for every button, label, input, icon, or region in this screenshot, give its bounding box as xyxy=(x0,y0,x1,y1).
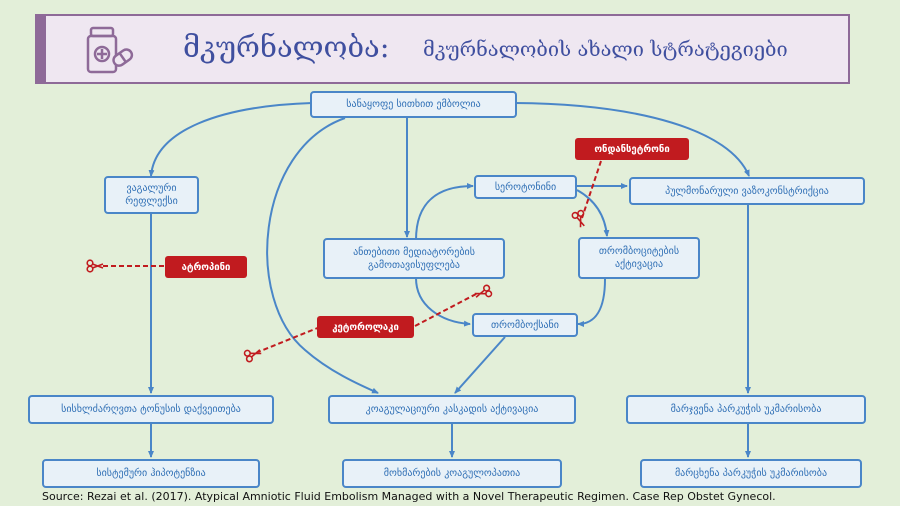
scissors-icon xyxy=(571,209,585,228)
node-inflammatory-mediators: ანთებითი მედიატორების გამოთავისუფლება xyxy=(323,238,505,279)
medicine-bottle-pills-icon xyxy=(86,26,134,74)
node-vascular-tone-decrease: სისხლძარღვთა ტონუსის დაქვეითება xyxy=(28,395,274,424)
node-vagal-reflex: ვაგალური რეფლექსი xyxy=(104,176,199,214)
drug-ketorolac: კეტოროლაკი xyxy=(317,316,414,338)
node-serotonin: სეროტონინი xyxy=(474,175,577,199)
banner-accent xyxy=(37,16,46,82)
node-right-ventricle-failure: მარჯვენა პარკუჭის უკმარისობა xyxy=(626,395,866,424)
inhibition-ketorolac xyxy=(414,292,479,327)
node-pulmonary-vasoconstriction: პულმონარული ვაზოკონსტრიქცია xyxy=(629,177,865,205)
node-amniotic-fluid-embolism: სანაყოფე სითხით ემბოლია xyxy=(310,91,517,118)
page-title: მკურნალობა: xyxy=(183,30,390,64)
inhibition-ketorolac-2 xyxy=(257,326,321,353)
arrow-inflammatory-to-thromboxane xyxy=(415,277,471,327)
scissors-icon xyxy=(243,349,262,363)
arrow-platelet-to-thromboxane xyxy=(577,278,606,327)
inhibition-ondansetron xyxy=(581,160,602,219)
arrow-top-to-coagulation xyxy=(266,117,379,394)
drug-atropine: ატროპინი xyxy=(165,256,247,278)
source-citation: Source: Rezai et al. (2017). Atypical Am… xyxy=(42,490,776,503)
page-subtitle: მკურნალობის ახალი სტრატეგიები xyxy=(423,37,788,61)
drug-ondansetron: ონდანსეტრონი xyxy=(575,138,689,160)
arrow-thromboxane-to-coagulation xyxy=(454,336,506,394)
arrow-inflammatory-to-serotonin xyxy=(415,183,474,241)
node-thromboxane: თრომბოქსანი xyxy=(472,313,578,337)
arrow-serotonin-to-platelet xyxy=(576,189,610,237)
node-left-ventricle-failure: მარცხენა პარკუჭის უკმარისობა xyxy=(640,459,862,488)
node-systemic-hypotension: სისტემური ჰიპოტენზია xyxy=(42,459,260,488)
title-banner: მკურნალობა: მკურნალობის ახალი სტრატეგიებ… xyxy=(35,14,850,84)
node-coagulation-cascade: კოაგულაციური კასკადის აქტივაცია xyxy=(328,395,576,424)
scissors-icon xyxy=(474,284,493,298)
scissors-icon xyxy=(86,259,104,273)
arrow-top-to-vagal xyxy=(148,102,313,177)
node-consumptive-coagulopathy: მოხმარების კოაგულოპათია xyxy=(342,459,562,488)
node-platelet-activation: თრომბოციტების აქტივაცია xyxy=(578,237,700,279)
arrow-top-to-pulmonary xyxy=(514,102,750,177)
